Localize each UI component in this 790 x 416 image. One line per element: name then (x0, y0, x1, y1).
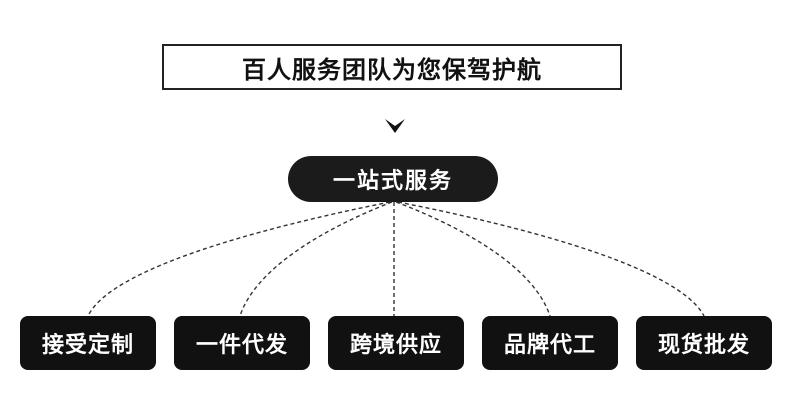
service-node-oem: 品牌代工 (482, 316, 618, 370)
service-node-wholesale: 现货批发 (636, 316, 772, 370)
page-title: 百人服务团队为您保驾护航 (162, 44, 622, 90)
hub-node: 一站式服务 (288, 156, 498, 202)
connector-line (397, 201, 705, 317)
service-node-dropship: 一件代发 (174, 316, 310, 370)
connector-line (395, 201, 551, 317)
service-node-custom: 接受定制 (20, 316, 156, 370)
connector-line (87, 201, 391, 317)
connector-line (239, 201, 393, 317)
service-node-crossborder: 跨境供应 (328, 316, 464, 370)
chevron-down-icon (385, 119, 405, 133)
